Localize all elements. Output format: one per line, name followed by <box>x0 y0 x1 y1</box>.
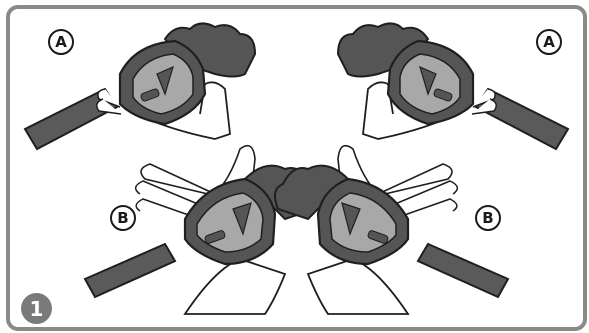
label-b-right: B <box>475 205 501 231</box>
label-a-left: A <box>48 29 74 55</box>
glove-illustration <box>23 22 570 316</box>
step-number-badge: 1 <box>21 293 52 324</box>
label-b-left: B <box>110 205 136 231</box>
illustration-frame: A A B B 1 <box>6 5 587 331</box>
label-a-right: A <box>536 29 562 55</box>
